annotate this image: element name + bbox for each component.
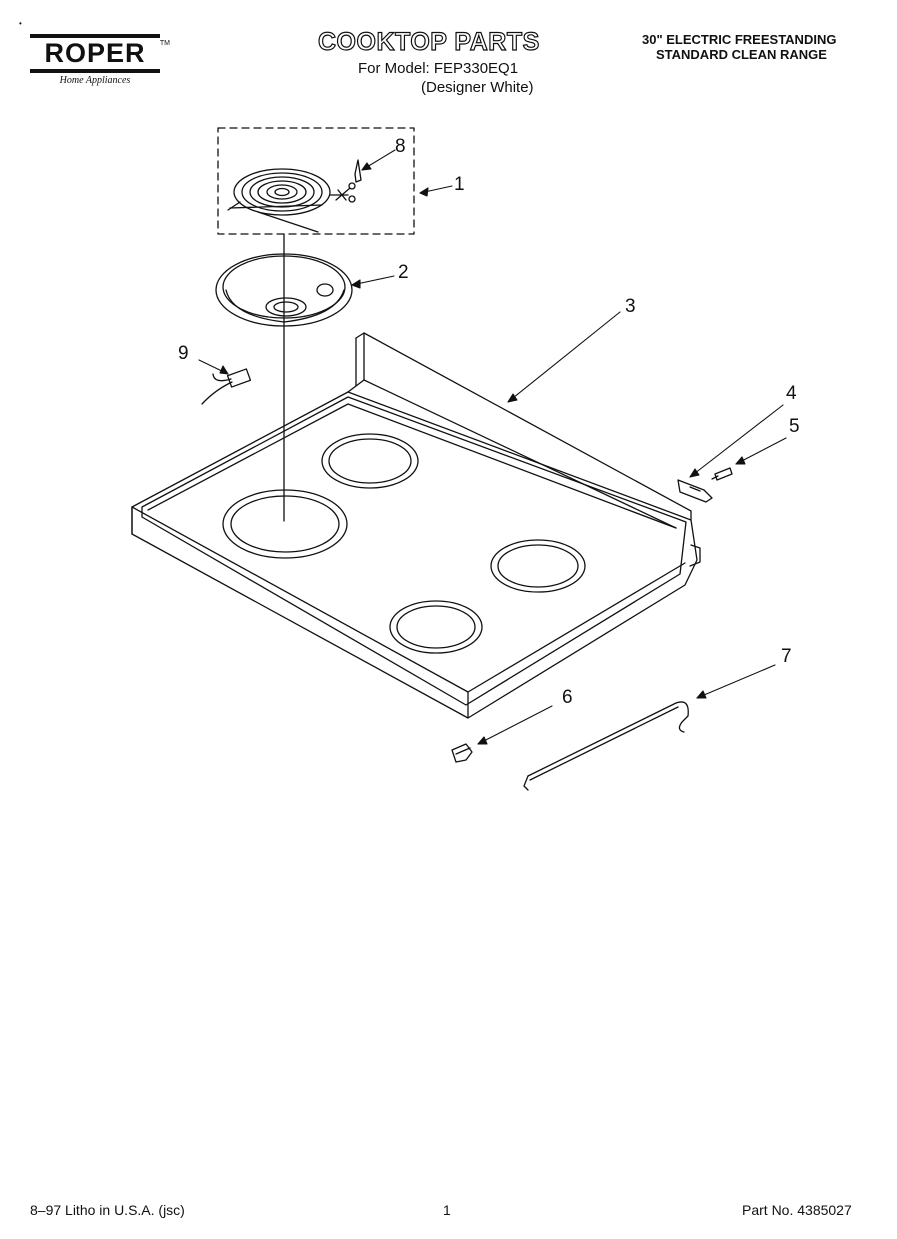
assembly-boundary-box <box>217 127 415 235</box>
callout-2: 2 <box>398 262 409 283</box>
callout-6: 6 <box>562 687 573 708</box>
callout-9: 9 <box>178 343 189 364</box>
terminal-clip <box>354 159 362 183</box>
leader-lines <box>198 149 787 745</box>
page-number: 1 <box>443 1202 451 1218</box>
callout-8: 8 <box>395 136 406 157</box>
cooktop-main-top <box>131 332 701 719</box>
burner-opening-right-rear <box>490 539 586 593</box>
callout-7: 7 <box>781 646 792 667</box>
roper-logo: ROPER TM Home Appliances <box>30 34 170 86</box>
leader-3 <box>507 311 621 403</box>
trademark-mark: TM <box>159 40 170 47</box>
leader-5 <box>735 437 787 465</box>
model-line: For Model: FEP330EQ1 <box>358 60 519 77</box>
burner-opening-left-rear <box>321 433 419 489</box>
terminal-block <box>201 368 252 405</box>
range-type-line-1: 30" ELECTRIC FREESTANDING <box>642 32 837 47</box>
leader-7 <box>696 664 776 699</box>
range-type-line-2: STANDARD CLEAN RANGE <box>656 47 827 62</box>
brand-name: ROPER <box>44 38 146 68</box>
page-title: COOKTOP PARTS <box>317 27 540 56</box>
surface-element-coil <box>227 168 356 233</box>
callout-5: 5 <box>789 416 800 437</box>
leader-4 <box>689 404 784 478</box>
registration-mark: • <box>19 19 22 28</box>
part-number: Part No. 4385027 <box>742 1202 852 1218</box>
burner-opening-right-front <box>389 600 483 654</box>
brand-tagline: Home Appliances <box>59 75 131 86</box>
color-line: (Designer White) <box>421 79 534 96</box>
burner-opening-left-front <box>222 489 348 559</box>
litho-note: 8–97 Litho in U.S.A. (jsc) <box>30 1202 185 1218</box>
support-rod <box>523 701 689 791</box>
hinge-bracket <box>677 479 713 503</box>
callout-3: 3 <box>625 296 636 317</box>
leader-6 <box>477 705 553 745</box>
screw <box>711 467 733 481</box>
callout-4: 4 <box>786 383 797 404</box>
bumper <box>451 743 473 763</box>
callout-1: 1 <box>454 174 465 195</box>
